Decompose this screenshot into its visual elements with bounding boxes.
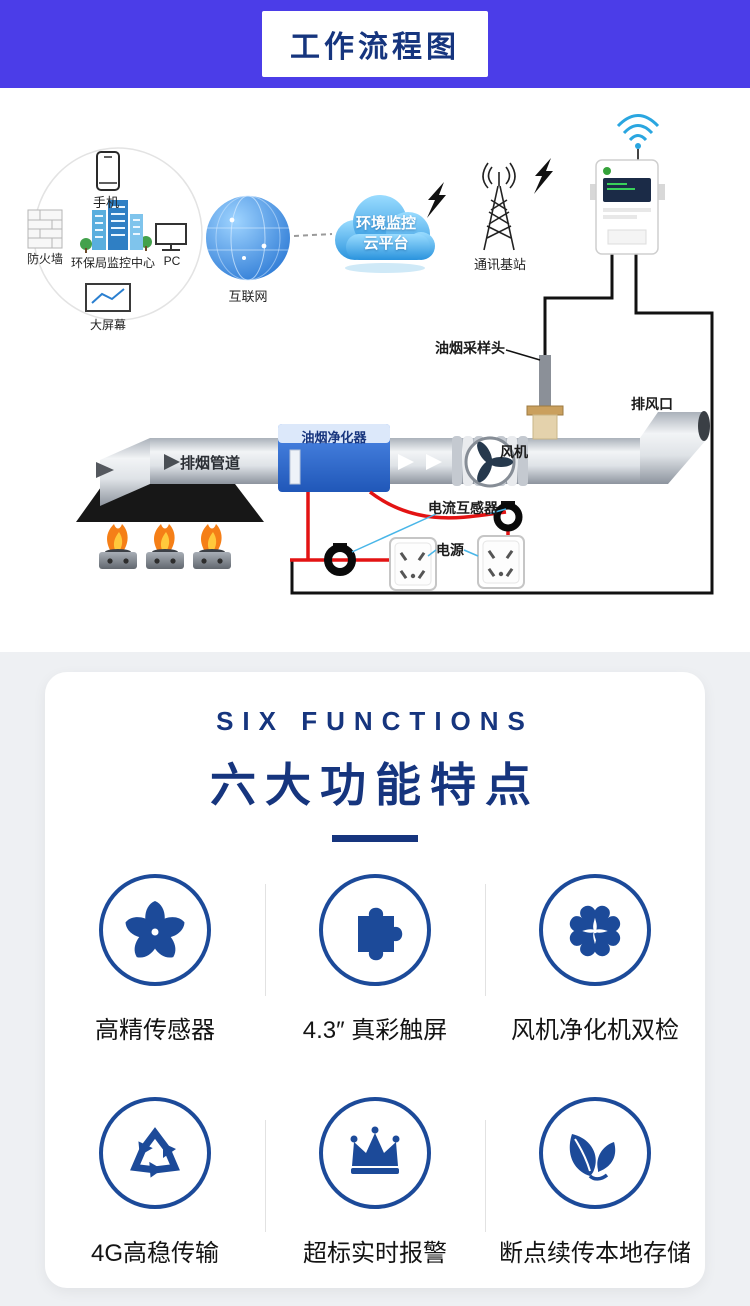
stove-icon-3 (193, 524, 231, 569)
purifier-unit (278, 424, 390, 492)
divider (485, 884, 486, 996)
feature-item-alarm: 超标实时报警 (265, 1097, 485, 1268)
workflow-diagram: 手机 防火墙 环保局监控中心 PC 大屏幕 互联网 环境监控 云平台 通讯基站 … (0, 88, 750, 653)
feature-label: 高精传感器 (95, 1017, 215, 1044)
label-epa-center: 环保局监控中心 (70, 256, 156, 270)
title-underline (332, 835, 418, 842)
signal-wire-loop (290, 254, 714, 595)
features-subtitle: SIX FUNCTIONS (216, 706, 534, 736)
label-sampling-head: 油烟采样头 (435, 340, 505, 356)
workflow-diagram-art (27, 114, 714, 595)
leaf-icon (569, 1134, 616, 1181)
power-wires (290, 490, 510, 562)
fan-icon (464, 436, 516, 488)
header-title-box: 工作流程图 (262, 11, 488, 77)
label-firewall: 防火墙 (26, 252, 64, 266)
power-socket (389, 537, 437, 591)
feature-item-dual-check: 风机净化机双检 (485, 874, 705, 1045)
feature-item-touchscreen: 4.3″ 真彩触屏 (265, 874, 485, 1045)
cloud-platform-icon (335, 195, 435, 273)
signal-wire-left (543, 254, 614, 355)
divider (265, 1120, 266, 1232)
label-smoke-duct: 排烟管道 (179, 455, 241, 472)
lightning-icon-2 (534, 158, 553, 194)
crown-icon (350, 1126, 400, 1174)
base-station-tower-icon (482, 162, 516, 251)
page-title: 工作流程图 (290, 31, 460, 64)
lightning-icon (427, 182, 446, 218)
feature-label: 4.3″ 真彩触屏 (302, 1017, 448, 1044)
feature-item-4g: 4G高稳传输 (45, 1097, 265, 1268)
leader-lines (351, 508, 507, 557)
label-fan: 风机 (500, 444, 528, 460)
feature-label: 4G高稳传输 (90, 1240, 219, 1267)
six-functions-card: SIX FUNCTIONS 六大功能特点 高精传 (45, 672, 705, 1288)
current-transformer-coil-2 (493, 501, 523, 532)
feature-label: 断点续传本地存储 (499, 1240, 691, 1267)
phone-icon (96, 151, 120, 191)
pc-icon (155, 223, 187, 251)
stove-icon-2 (146, 524, 184, 569)
label-big-screen: 大屏幕 (89, 318, 127, 332)
puzzle-icon (358, 907, 403, 961)
current-transformer-coil (324, 543, 356, 576)
label-cloud: 环境监控 云平台 (355, 215, 417, 252)
label-pc: PC (163, 254, 181, 268)
sampling-leader-line (505, 349, 541, 361)
buildings-icon (80, 200, 152, 253)
label-purifier: 油烟净化器 (301, 430, 367, 445)
feature-item-storage: 断点续传本地存储 (485, 1097, 705, 1268)
sampling-head (526, 355, 564, 440)
label-base-station: 通讯基站 (473, 257, 527, 272)
feature-label: 风机净化机双检 (511, 1017, 679, 1044)
monitoring-device (590, 159, 665, 255)
big-screen-icon (85, 283, 131, 312)
firewall-icon (27, 209, 63, 249)
feature-label: 超标实时报警 (303, 1240, 447, 1267)
feature-item-sensor: 高精传感器 (45, 874, 265, 1045)
label-internet: 互联网 (228, 289, 268, 304)
pinwheel-fan-icon (122, 901, 188, 963)
wifi-signal-icon (616, 114, 660, 160)
label-phone: 手机 (92, 195, 120, 210)
recycle-icon (120, 1118, 190, 1188)
globe-cloud-link (293, 233, 333, 237)
features-grid: 高精传感器 4.3″ 真彩触屏 (45, 874, 705, 1268)
power-socket-2 (477, 535, 525, 589)
divider (265, 884, 266, 996)
internet-globe-icon (206, 195, 290, 281)
label-current-transformer: 电流互感器 (428, 500, 498, 516)
divider (485, 1120, 486, 1232)
label-exhaust-outlet: 排风口 (631, 396, 673, 412)
clover-icon (566, 902, 624, 960)
header-banner: 工作流程图 (0, 0, 750, 88)
features-title: 六大功能特点 (210, 759, 540, 811)
label-power: 电源 (436, 542, 464, 558)
stove-icon (99, 524, 137, 569)
